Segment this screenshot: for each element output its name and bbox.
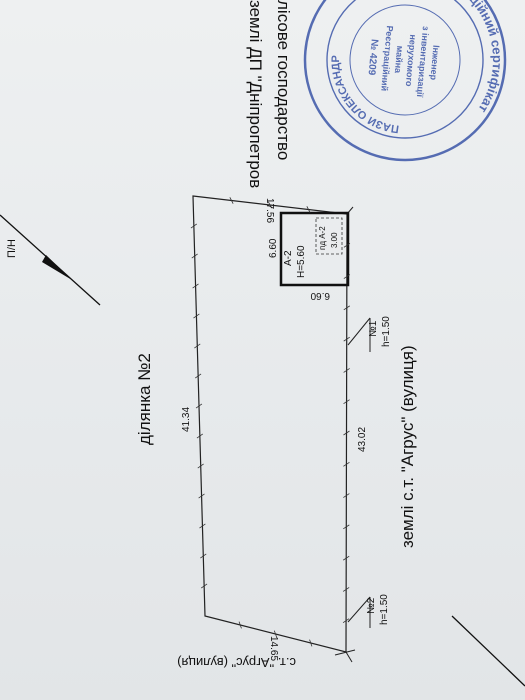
boundary-tick [195, 403, 203, 409]
seal-center-text-c: Інженер [428, 45, 441, 81]
adjacent-land-text-1: землі ДП "Дніпропетров [246, 0, 265, 189]
dim-left-side: 41.34 [181, 406, 192, 432]
boundary-tick [193, 313, 200, 319]
boundary-tick [343, 368, 350, 373]
boundary-tick [191, 253, 198, 259]
boundary-tick [306, 206, 311, 213]
official-seal: Кваліфікаційний сертифікат ПАЗИ ОЛЕКСАНД… [291, 0, 519, 174]
seal-center-text-g: Реєстраційний [379, 25, 395, 91]
marker-2-name: №2 [366, 597, 377, 614]
boundary-tick [200, 553, 207, 559]
boundary-tick [268, 201, 272, 209]
boundary-tick [343, 430, 350, 436]
building-annex-label: пд А-2 [318, 226, 327, 250]
street-label-top: с.т. "Агрус" (вулиця) [177, 655, 296, 670]
boundary-tick [194, 373, 202, 379]
parcel-boundary [192, 195, 348, 653]
boundary-tick [343, 274, 351, 279]
seal-center-text-f: майна [393, 45, 405, 74]
dim-right-side: 43.02 [357, 426, 368, 452]
seal-center-text-e: нерухомого [404, 34, 419, 87]
building-height: Н=5.60 [296, 245, 307, 278]
boundary-tick [343, 305, 351, 311]
marker-1-name: №1 [368, 320, 379, 337]
boundary-tick-marks [190, 197, 351, 647]
marker-2-height: h=1.50 [379, 594, 390, 625]
building-label: А-2 [283, 250, 294, 266]
marker-1-height: h=1.50 [381, 316, 392, 347]
boundary-tick [343, 493, 350, 498]
marker-2-leader [347, 596, 371, 623]
boundary-tick [342, 555, 350, 561]
marker-1-leader [347, 317, 371, 346]
boundary-tick [343, 399, 350, 405]
boundary-tick [199, 523, 206, 529]
boundary-tick [343, 461, 350, 467]
north-label: П/Н [6, 239, 18, 258]
dim-top-right: 17.56 [264, 198, 275, 224]
boundary-tick [343, 242, 351, 248]
boundary-tick [194, 343, 201, 349]
boundary-tick [196, 433, 204, 439]
boundary-tick [343, 524, 350, 530]
building-a2 [279, 211, 350, 287]
boundary-tick [229, 197, 234, 204]
parcel-title: ділянка №2 [135, 353, 154, 445]
street-label: землі с.т. "Агрус" (вулиця) [398, 345, 417, 548]
boundary-tick [200, 583, 208, 589]
dim-building-height: 6.60 [268, 238, 279, 258]
building-annex-height: 3.00 [330, 232, 339, 248]
boundary-tick [190, 223, 198, 229]
boundary-tick [342, 618, 350, 624]
boundary-tick [197, 463, 204, 469]
boundary-tick [342, 587, 350, 592]
boundary-tick [192, 283, 199, 289]
north-arrow-head [42, 255, 72, 280]
boundary-tick [309, 639, 313, 647]
building-annex [315, 217, 343, 255]
seal-center-text-h: № 4209 [366, 39, 380, 76]
boundary-tick [273, 630, 278, 638]
seal-graphic: Кваліфікаційний сертифікат ПАЗИ ОЛЕКСАНД… [303, 0, 513, 162]
adjacent-land-text-2: лісове господарство [274, 0, 293, 161]
boundary-tick [343, 336, 350, 342]
dim-building-width: 6.60 [310, 290, 330, 301]
boundary-tick [198, 493, 205, 499]
boundary-tick [238, 621, 242, 629]
direction-line [451, 615, 525, 687]
